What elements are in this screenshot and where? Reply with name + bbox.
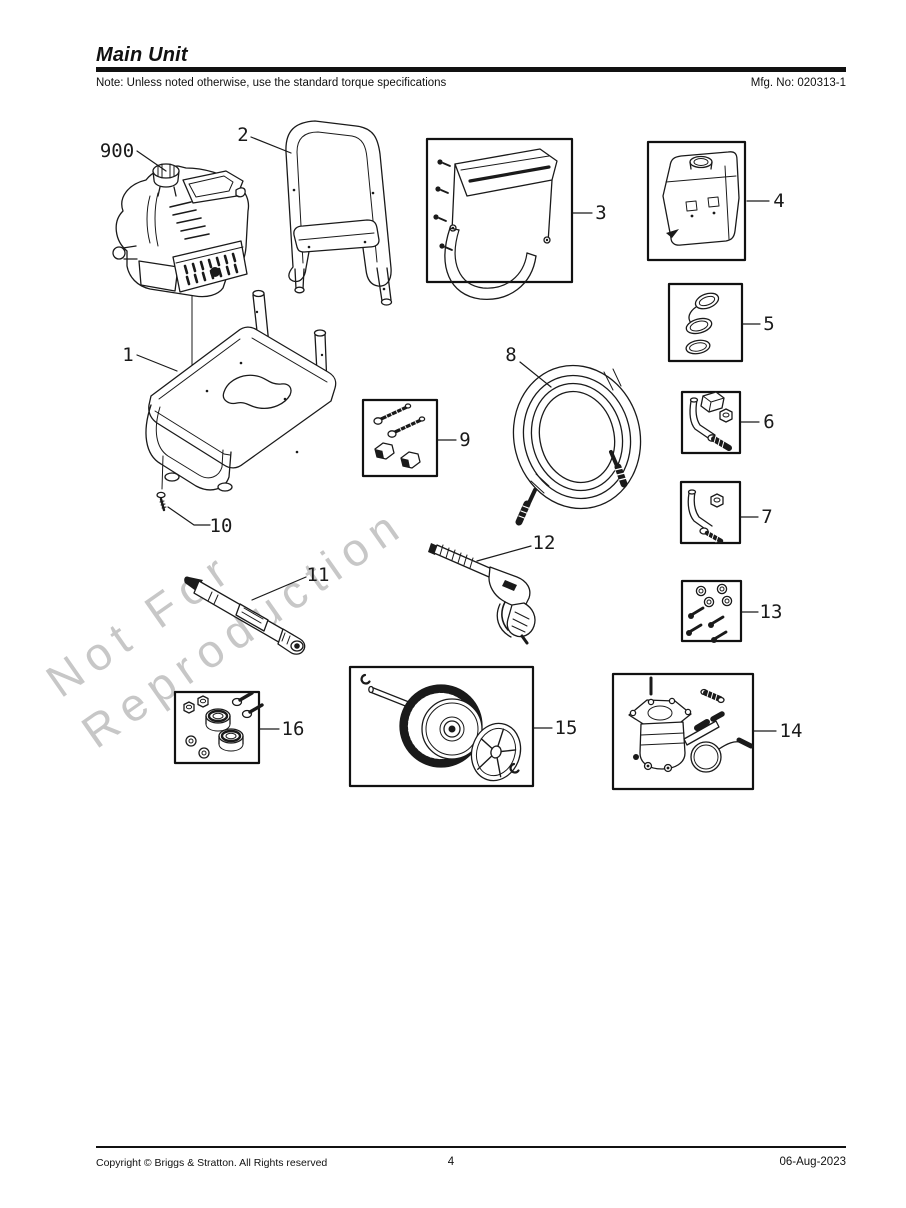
callout-9: 9 <box>459 429 471 451</box>
callout-10: 10 <box>209 515 233 537</box>
cap-seal-kit-illustration <box>685 292 720 355</box>
callout-14: 14 <box>779 720 803 742</box>
callout-4: 4 <box>773 190 785 212</box>
callout-900: 900 <box>99 140 135 162</box>
callout-5: 5 <box>763 313 775 335</box>
callout-3: 3 <box>595 202 607 224</box>
part-box-9 <box>361 398 439 478</box>
hose-illustration <box>512 364 642 526</box>
callout-11: 11 <box>306 564 330 586</box>
tube-kit-a-illustration <box>689 391 733 451</box>
engine-illustration <box>112 163 250 298</box>
callout-6: 6 <box>763 411 775 433</box>
callout-1: 1 <box>122 344 134 366</box>
screw-illustration <box>156 491 167 512</box>
callout-15: 15 <box>554 717 578 739</box>
pump-kit-illustration <box>628 676 754 773</box>
panel-hardware-kit-illustration <box>686 583 733 643</box>
mfg-number: Mfg. No: 020313-1 <box>750 77 846 89</box>
footer-page-number: 4 <box>447 1156 455 1168</box>
spray-gun-illustration <box>428 543 536 645</box>
handle-illustration <box>285 120 393 306</box>
tube-kit-b-illustration <box>687 489 724 544</box>
frame-illustration <box>145 289 337 492</box>
handle-hardware-kit-illustration <box>373 403 426 469</box>
callout-13: 13 <box>759 601 783 623</box>
wheel-hardware-kit-illustration <box>183 691 264 759</box>
handle-panel-kit-illustration <box>433 148 558 300</box>
footer-rule <box>96 1146 846 1148</box>
callout-16: 16 <box>281 718 305 740</box>
callout-7: 7 <box>761 506 773 528</box>
callout-2: 2 <box>237 124 249 146</box>
footer-copyright: Copyright © Briggs & Stratton. All Right… <box>96 1157 328 1169</box>
page-title: Main Unit <box>96 44 188 66</box>
callout-8: 8 <box>505 344 517 366</box>
callout-12: 12 <box>532 532 556 554</box>
wheel-kit-illustration <box>360 673 522 782</box>
footer-date: 06-Aug-2023 <box>779 1156 847 1168</box>
title-rule <box>96 67 846 72</box>
torque-note: Note: Unless noted otherwise, use the st… <box>96 77 447 89</box>
spray-wand-illustration <box>184 576 306 655</box>
callout-leaders <box>136 136 777 732</box>
part-box-16 <box>173 690 261 765</box>
fuel-tank-illustration <box>662 151 740 246</box>
